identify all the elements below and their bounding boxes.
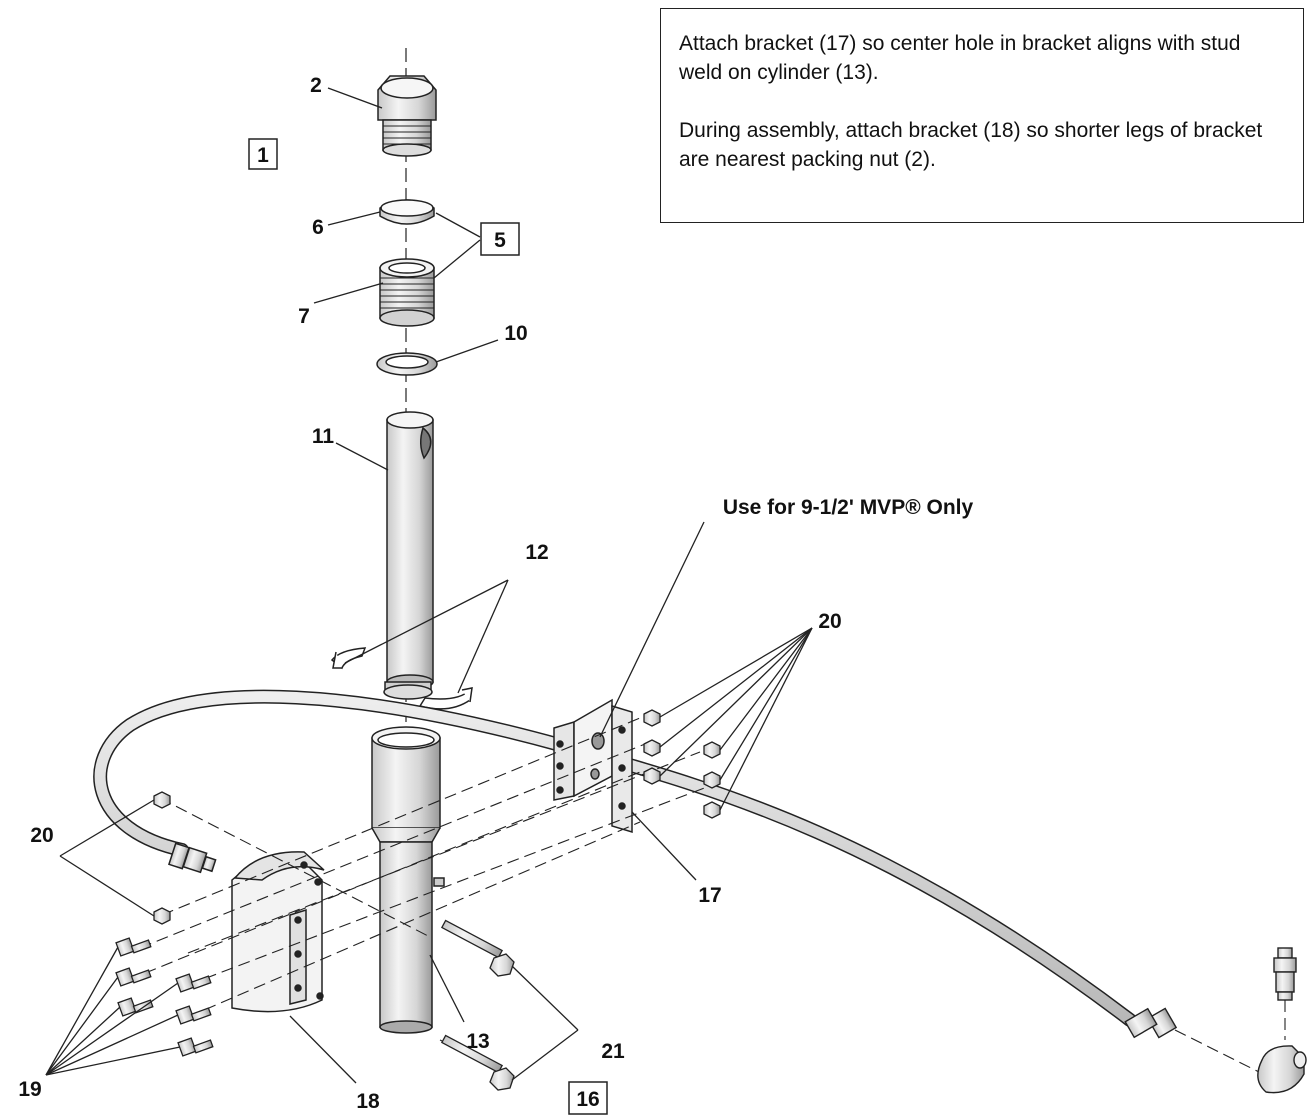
part-cylinder <box>371 726 445 1034</box>
boxed-callout-16-frame <box>568 1081 608 1115</box>
callout-19: 19 <box>18 1078 41 1101</box>
part-washer <box>376 352 438 376</box>
part-ring-6 <box>379 199 435 225</box>
boxed-callout-1: 1 <box>257 144 269 167</box>
boxed-callout-5-frame <box>480 222 520 256</box>
boxed-callout-16: 16 <box>576 1088 599 1111</box>
part-elbow-fitting <box>1124 947 1307 1094</box>
part-screws-19 <box>115 937 214 1057</box>
callout-21: 21 <box>601 1040 625 1063</box>
note-bracket-17: Attach bracket (17) so center hole in br… <box>679 32 1241 84</box>
alignment-lines <box>127 717 1286 1076</box>
part-retaining-clips <box>330 647 473 710</box>
part-nuts-20-right <box>643 709 721 819</box>
part-bolts-21 <box>440 919 515 1091</box>
leader-lines <box>45 87 813 1084</box>
callout-20-left: 20 <box>30 824 53 847</box>
boxed-callout-5: 5 <box>494 229 506 252</box>
callout-13: 13 <box>466 1030 489 1053</box>
assembly-note-box: Attach bracket (17) so center hole in br… <box>660 8 1304 223</box>
callout-7: 7 <box>298 305 310 328</box>
part-bracket-17 <box>553 698 633 834</box>
part-nuts-20-left <box>153 791 171 925</box>
part-piston-rod <box>383 411 434 700</box>
part-threaded-gland <box>379 258 435 327</box>
callout-10: 10 <box>504 322 527 345</box>
boxed-callout-1-frame <box>248 138 278 170</box>
part-packing-nut <box>377 75 437 157</box>
annotation-mvp: Use for 9-1/2' MVP® Only <box>723 496 974 519</box>
note-bracket-18: During assembly, attach bracket (18) so … <box>679 119 1263 171</box>
callout-12: 12 <box>525 541 548 564</box>
callout-17: 17 <box>698 884 721 907</box>
callout-6: 6 <box>312 216 324 239</box>
callout-2: 2 <box>310 74 322 97</box>
callout-18: 18 <box>356 1090 380 1113</box>
part-bracket-18 <box>231 851 325 1013</box>
callout-11: 11 <box>312 425 335 448</box>
callout-20-right: 20 <box>818 610 841 633</box>
hose-fitting-left <box>167 842 217 874</box>
